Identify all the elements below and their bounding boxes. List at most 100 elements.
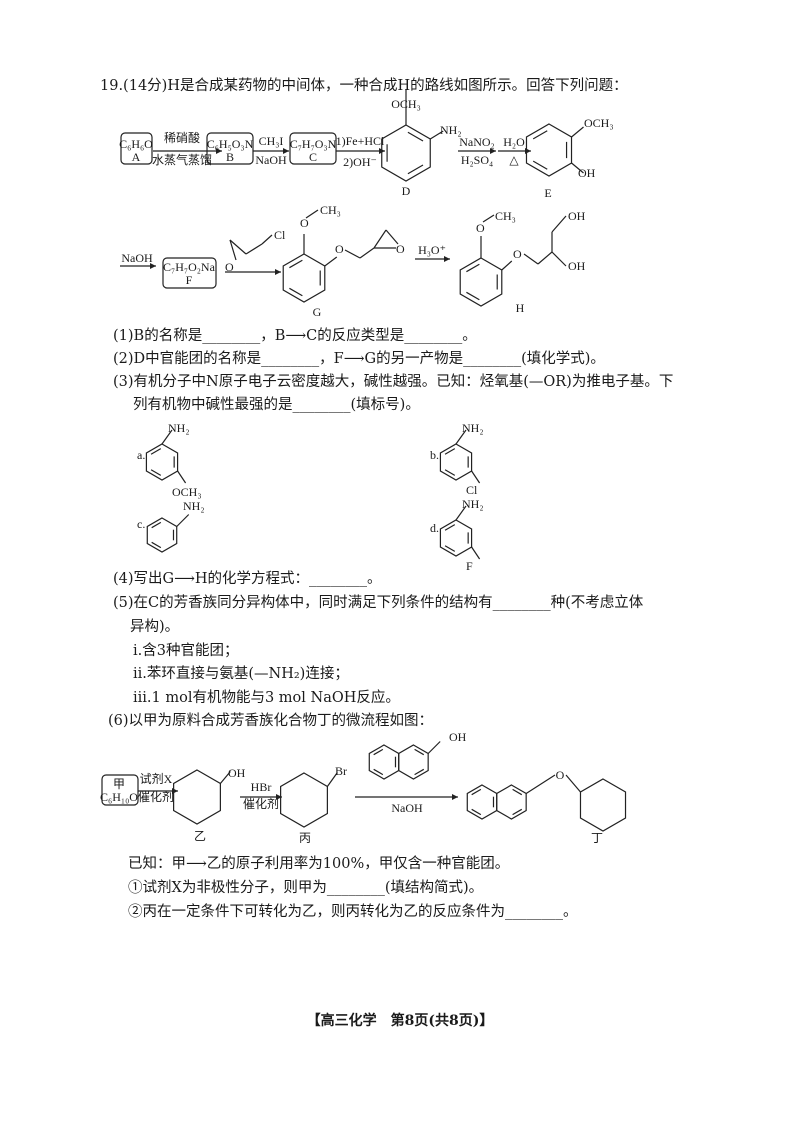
bond bbox=[359, 247, 375, 259]
double-bond bbox=[444, 469, 456, 476]
bond bbox=[427, 741, 441, 754]
bond bbox=[551, 251, 567, 267]
compound-f-formula: C₇H₇O₂Na bbox=[163, 260, 216, 274]
catalyst-2-below: 催化剂 bbox=[243, 796, 279, 811]
d-amino: NH₂ bbox=[440, 123, 462, 137]
e-hydroxyl: OH bbox=[578, 166, 596, 180]
double-bond bbox=[373, 748, 384, 756]
double-bond bbox=[471, 808, 482, 816]
bond bbox=[305, 209, 319, 219]
reagent-3-above: 1)Fe+HCl bbox=[336, 134, 385, 148]
double-bond bbox=[512, 808, 523, 816]
double-bond bbox=[466, 291, 480, 301]
h-hydroxyl-2: OH bbox=[568, 259, 586, 273]
bond bbox=[537, 251, 553, 265]
option-a-label: a. bbox=[137, 448, 145, 462]
bond bbox=[501, 260, 513, 271]
option-c-ring bbox=[146, 517, 178, 553]
double-bond bbox=[407, 164, 424, 175]
compound-b-label: B bbox=[226, 150, 234, 164]
question-5-condition-2: ⅱ.苯环直接与氨基(—NH₂)连接； bbox=[133, 666, 349, 682]
compound-e-ring bbox=[525, 123, 573, 177]
e-methoxy: OCH₃ bbox=[584, 116, 614, 130]
double-bond bbox=[466, 263, 480, 273]
compound-a-label: A bbox=[132, 150, 141, 164]
option-a-ring bbox=[145, 443, 179, 481]
compound-ding-label: 丁 bbox=[591, 831, 603, 845]
page-footer: 【高三化学 第8页(共8页)】 bbox=[306, 1013, 494, 1029]
question-6: (6)以甲为原料合成芳香族化合物丁的微流程如图： bbox=[108, 713, 434, 729]
ding-naphthalene-ring-2 bbox=[496, 784, 527, 820]
jia-formula: C₆H₁₀O bbox=[100, 790, 138, 804]
compound-c-label: C bbox=[309, 150, 317, 164]
compound-g-ring bbox=[282, 253, 326, 303]
h-methoxy-oxygen: O bbox=[476, 221, 485, 235]
bond bbox=[525, 774, 556, 795]
double-bond bbox=[414, 768, 425, 776]
question-header: 19.(14分)H是合成某药物的中间体，一种合成H的路线如图所示。回答下列问题： bbox=[100, 78, 628, 94]
d-methoxy: OCH₃ bbox=[391, 97, 421, 111]
double-bond bbox=[150, 469, 162, 476]
hbr-above: HBr bbox=[251, 780, 272, 794]
g-methoxy-oxygen: O bbox=[300, 216, 309, 230]
reagent-6-above: NaOH bbox=[121, 251, 153, 265]
naoh-below: NaOH bbox=[391, 801, 423, 815]
bond bbox=[176, 514, 190, 527]
compound-c-box bbox=[289, 132, 337, 165]
double-bond bbox=[151, 521, 162, 529]
bond bbox=[429, 130, 444, 140]
compound-bing-label: 丙 bbox=[299, 831, 311, 845]
double-bond bbox=[532, 160, 548, 170]
double-bond bbox=[471, 788, 482, 796]
compound-f-label: F bbox=[186, 273, 193, 287]
compound-yi-ring bbox=[173, 769, 221, 825]
compound-d-label: D bbox=[402, 184, 411, 198]
double-bond bbox=[414, 748, 425, 756]
question-4: (4)写出G⟶H的化学方程式：________。 bbox=[113, 571, 382, 587]
compound-g-label: G bbox=[313, 305, 322, 319]
question-3-line2: 列有机物中碱性最强的是________(填标号)。 bbox=[133, 397, 420, 413]
double-bond bbox=[289, 259, 303, 269]
reagent-1-below: 水蒸气蒸馏 bbox=[152, 152, 212, 167]
arrowhead bbox=[150, 263, 156, 269]
reagent-chlorine: Cl bbox=[274, 228, 286, 242]
double-bond bbox=[407, 131, 424, 142]
option-b-ring bbox=[439, 443, 473, 481]
double-bond bbox=[512, 788, 523, 796]
question-5-condition-1: ⅰ.含3种官能团； bbox=[133, 643, 239, 659]
arrowhead bbox=[452, 794, 458, 800]
double-bond bbox=[150, 448, 162, 455]
question-1: (1)B的名称是________，B⟶C的反应类型是________。 bbox=[113, 328, 477, 344]
g-ether-oxygen: O bbox=[335, 242, 344, 256]
arrowhead bbox=[275, 269, 281, 275]
option-c-amino: NH₂ bbox=[183, 499, 205, 513]
double-bond bbox=[532, 130, 548, 140]
compound-a-formula: C₆H₆O bbox=[119, 137, 153, 151]
epoxide-bond bbox=[229, 239, 247, 255]
option-d-ring bbox=[439, 519, 473, 557]
arrowhead bbox=[444, 256, 450, 262]
bond bbox=[565, 774, 581, 793]
bing-bromo: Br bbox=[335, 764, 347, 778]
question-5-line1: (5)在C的芳香族同分异构体中，同时满足下列条件的结构有________种(不考… bbox=[113, 595, 644, 611]
bond bbox=[571, 126, 584, 138]
option-b-label: b. bbox=[430, 448, 439, 462]
compound-e-label: E bbox=[544, 186, 551, 200]
bond bbox=[455, 429, 467, 445]
bond bbox=[344, 249, 361, 259]
question-3-line1: (3)有机分子中N原子电子云密度越大，碱性越强。已知：烃氧基(—OR)为推电子基… bbox=[113, 374, 674, 390]
reagent-3-below: 2)OH⁻ bbox=[343, 155, 377, 169]
reagent-4-above: NaNO₂ bbox=[459, 135, 495, 149]
epoxide-bond bbox=[229, 239, 237, 261]
compound-h-ring bbox=[459, 257, 503, 307]
option-c-label: c. bbox=[137, 517, 145, 531]
double-bond bbox=[289, 287, 303, 297]
bond bbox=[177, 470, 187, 484]
reagent-x-above: 试剂X bbox=[140, 771, 173, 786]
epoxide-bond bbox=[373, 229, 387, 249]
compound-jia-box bbox=[101, 774, 139, 806]
bond bbox=[324, 256, 338, 267]
bond bbox=[471, 470, 481, 484]
reagent-1-above: 稀硝酸 bbox=[164, 130, 200, 145]
